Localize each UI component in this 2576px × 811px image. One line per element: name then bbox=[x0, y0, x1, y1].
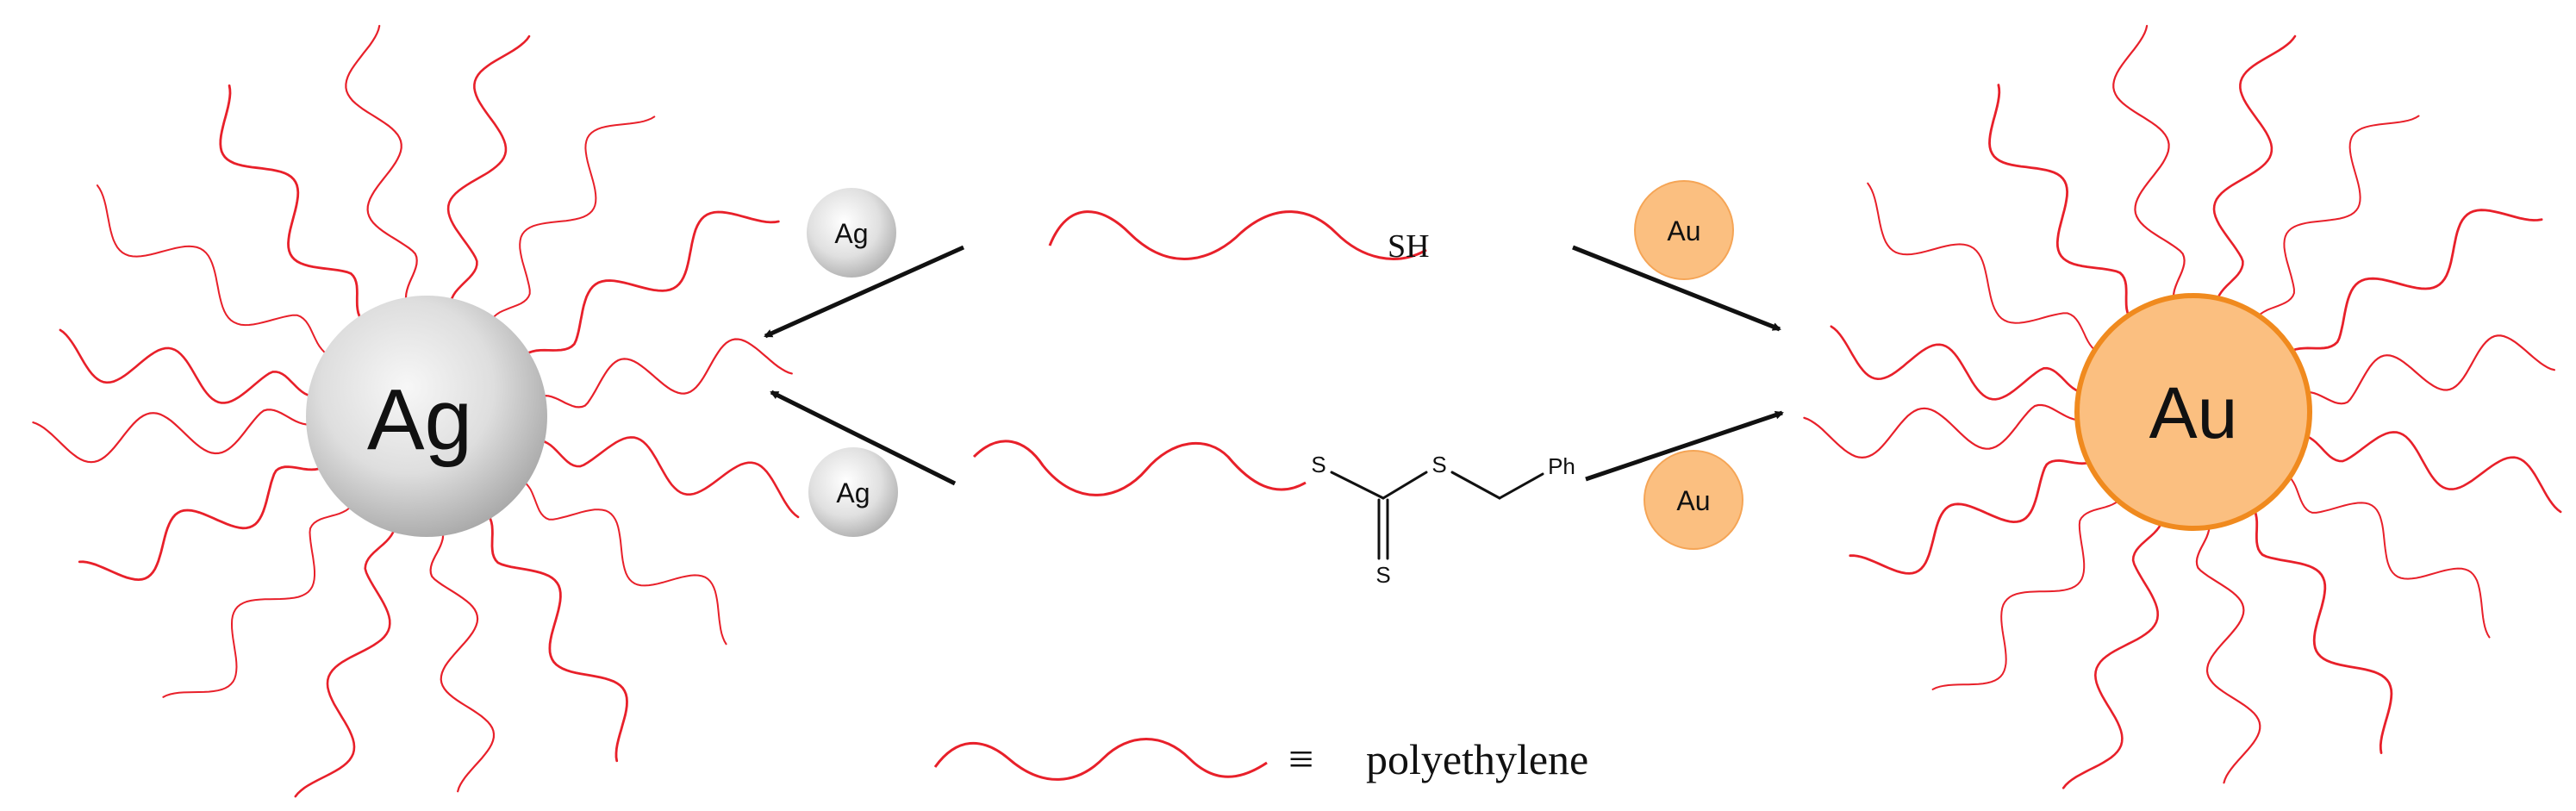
polyethylene-chain bbox=[1931, 497, 2122, 690]
thiol-group-label: SH bbox=[1388, 228, 1430, 265]
polyethylene-chain bbox=[1830, 325, 2084, 401]
polyethylene-chain bbox=[2112, 24, 2186, 303]
polyethylene-chain bbox=[522, 481, 727, 646]
thiol-polyethylene: SH bbox=[1048, 210, 1430, 265]
polyethylene-chain bbox=[2252, 506, 2393, 754]
au-polyethylene-chains bbox=[1803, 24, 2562, 789]
polyethylene-chain bbox=[345, 24, 418, 303]
polyethylene-chain bbox=[2287, 209, 2543, 353]
polyethylene-chain bbox=[294, 527, 396, 798]
arrow-rtc-to-ag bbox=[770, 390, 957, 486]
polyethylene-chain bbox=[524, 210, 780, 356]
sulfur-atom-1: S bbox=[1311, 452, 1325, 477]
polyethylene-chain bbox=[2286, 474, 2491, 639]
ag-small-sphere bbox=[807, 188, 896, 278]
au-small-label: Au bbox=[1667, 215, 1700, 246]
au-coated-nanoparticle: Au bbox=[1803, 24, 2562, 789]
polyethylene-chain bbox=[59, 328, 313, 404]
au-small-sphere bbox=[1634, 180, 1734, 280]
ag-reagent-bottom: Ag bbox=[808, 447, 898, 537]
bond-c-s2 bbox=[1382, 471, 1428, 500]
polyethylene-chain bbox=[219, 84, 363, 321]
au-large-sphere bbox=[2074, 293, 2312, 531]
polyethylene-chain bbox=[1867, 182, 2099, 353]
polyethylene-chain bbox=[487, 514, 628, 763]
ag-small-sphere bbox=[808, 447, 898, 537]
polyethylene-chain bbox=[540, 338, 793, 409]
polyethylene-chain bbox=[2255, 115, 2420, 320]
bond-ch2-ph bbox=[1498, 472, 1544, 500]
au-small-label: Au bbox=[1676, 485, 1710, 516]
polyethylene-chain bbox=[540, 436, 800, 519]
polyethylene-chain bbox=[429, 531, 496, 793]
polyethylene-chain bbox=[32, 409, 311, 464]
ag-small-label: Ag bbox=[834, 218, 868, 249]
ag-small-label: Ag bbox=[836, 477, 870, 508]
polyethylene-chain bbox=[78, 465, 323, 582]
polyethylene-chain bbox=[446, 34, 531, 303]
polyethylene-chain bbox=[1849, 459, 2093, 575]
au-small-sphere bbox=[1644, 450, 1743, 550]
sulfur-atom-2: S bbox=[1431, 452, 1446, 477]
bond-s1-c bbox=[1330, 471, 1385, 500]
polyethylene-chain bbox=[2061, 519, 2164, 789]
au-large-label: Au bbox=[2149, 372, 2238, 453]
polyethylene-chain bbox=[2303, 334, 2555, 405]
polyethylene-chain bbox=[2302, 431, 2562, 514]
polyethylene-chain bbox=[1988, 84, 2132, 320]
polyethylene-chain bbox=[491, 115, 656, 321]
polyethylene-chain bbox=[162, 505, 352, 698]
au-reagent-top: Au bbox=[1634, 180, 1734, 280]
legend-label: polyethylene bbox=[1366, 735, 1588, 783]
legend-equivalence-symbol: ≡ bbox=[1288, 735, 1313, 784]
ag-large-label: Ag bbox=[367, 371, 472, 468]
polyethylene-chain bbox=[1803, 403, 2082, 459]
legend-chain bbox=[933, 738, 1268, 781]
trithiocarbonate-polyethylene: S S S Ph bbox=[972, 440, 1575, 588]
phenyl-group: Ph bbox=[1548, 453, 1575, 479]
au-reagent-bottom: Au bbox=[1644, 450, 1743, 550]
arrow-thiol-to-au bbox=[1572, 245, 1781, 332]
ag-large-sphere bbox=[306, 296, 547, 537]
legend: ≡ polyethylene bbox=[933, 735, 1588, 784]
arrow-rtc-to-au bbox=[1585, 410, 1784, 482]
ag-coated-nanoparticle: Ag bbox=[32, 24, 800, 798]
rtc-pe-chain bbox=[972, 440, 1307, 496]
polyethylene-chain bbox=[96, 184, 328, 355]
thiol-pe-chain bbox=[1048, 210, 1427, 260]
polyethylene-chain bbox=[2212, 34, 2297, 303]
sulfur-atom-3: S bbox=[1375, 562, 1390, 588]
arrow-thiol-to-ag bbox=[764, 245, 965, 339]
ag-polyethylene-chains bbox=[32, 24, 800, 798]
ag-reagent-top: Ag bbox=[807, 188, 896, 278]
polyethylene-chain bbox=[2195, 522, 2261, 784]
bond-s2-ch2 bbox=[1450, 471, 1501, 500]
